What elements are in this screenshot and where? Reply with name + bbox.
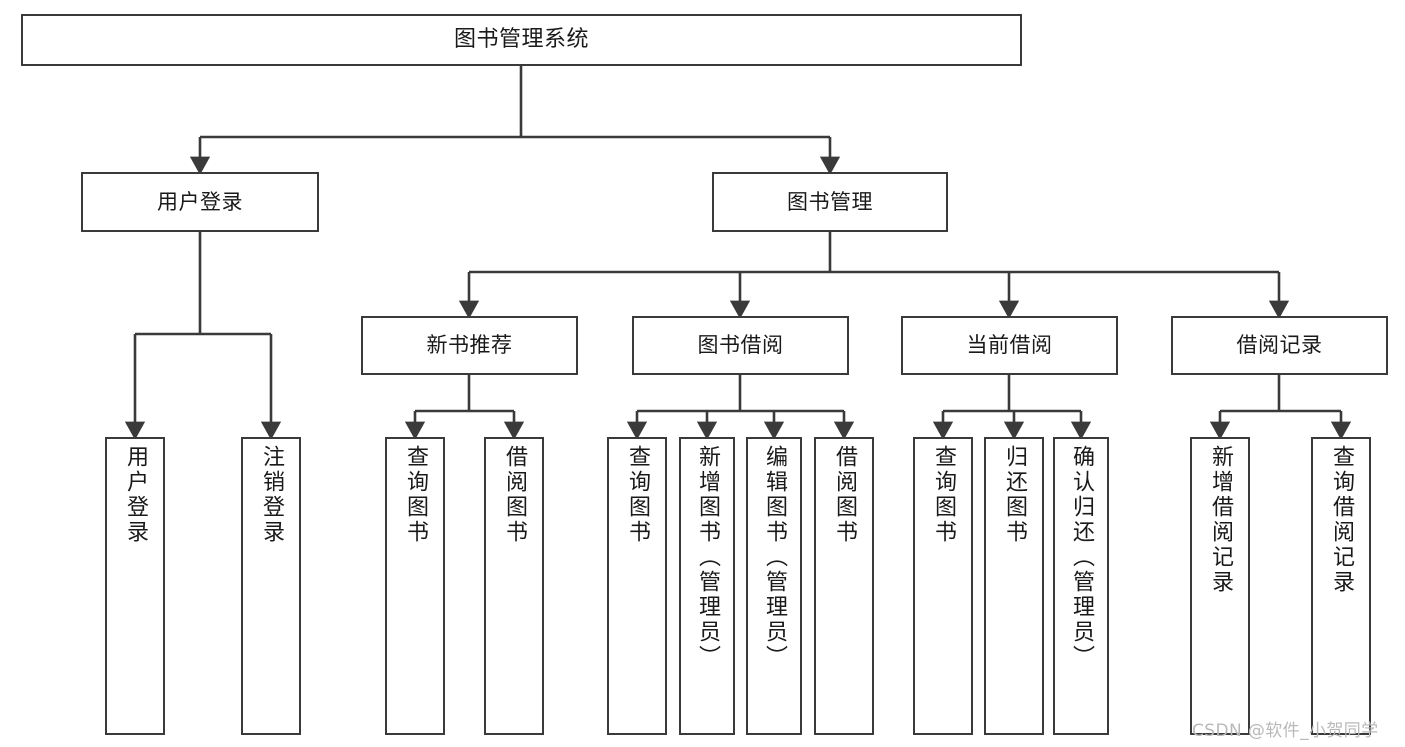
node-confirm-return-label: 确认归还（管理员）	[1069, 445, 1094, 670]
node-add-book-label: 新增图书（管理员）	[695, 445, 720, 670]
node-return-book[interactable]: 归还图书	[984, 437, 1044, 735]
node-confirm-return[interactable]: 确认归还（管理员）	[1053, 437, 1109, 735]
node-return-book-label: 归还图书	[1002, 445, 1027, 545]
node-borrow-book-2[interactable]: 借阅图书	[814, 437, 874, 735]
node-query-book-3-label: 查询图书	[931, 445, 956, 545]
node-borrow-book-1[interactable]: 借阅图书	[484, 437, 544, 735]
watermark: CSDN @软件_小贺同学	[1192, 721, 1379, 741]
node-book-borrow[interactable]: 图书借阅	[632, 316, 849, 375]
node-query-record-label: 查询借阅记录	[1329, 445, 1354, 595]
node-query-book-1-label: 查询图书	[403, 445, 428, 545]
node-logout[interactable]: 注销登录	[241, 437, 301, 735]
node-borrow-record-label: 借阅记录	[1236, 333, 1323, 358]
node-new-book-recommend[interactable]: 新书推荐	[361, 316, 578, 375]
node-current-borrow-label: 当前借阅	[966, 333, 1053, 358]
node-borrow-record[interactable]: 借阅记录	[1171, 316, 1388, 375]
node-current-borrow[interactable]: 当前借阅	[901, 316, 1118, 375]
node-query-record[interactable]: 查询借阅记录	[1311, 437, 1371, 735]
node-book-management[interactable]: 图书管理	[712, 172, 948, 232]
node-borrow-book-1-label: 借阅图书	[502, 445, 527, 545]
node-borrow-book-2-label: 借阅图书	[832, 445, 857, 545]
node-query-book-1[interactable]: 查询图书	[385, 437, 445, 735]
node-edit-book[interactable]: 编辑图书（管理员）	[746, 437, 802, 735]
node-user-login[interactable]: 用户登录	[81, 172, 319, 232]
node-user-login[interactable]: 用户登录	[105, 437, 165, 735]
node-edit-book-label: 编辑图书（管理员）	[762, 445, 787, 670]
node-query-book-3[interactable]: 查询图书	[913, 437, 973, 735]
node-query-book-2-label: 查询图书	[625, 445, 650, 545]
node-root-label: 图书管理系统	[453, 27, 589, 53]
node-user-login-label: 用户登录	[157, 189, 243, 214]
node-new-book-recommend-label: 新书推荐	[426, 333, 513, 358]
node-add-book[interactable]: 新增图书（管理员）	[679, 437, 735, 735]
node-add-record[interactable]: 新增借阅记录	[1190, 437, 1250, 735]
node-book-management-label: 图书管理	[787, 189, 873, 214]
node-user-login-label: 用户登录	[123, 445, 148, 545]
node-query-book-2[interactable]: 查询图书	[607, 437, 667, 735]
node-book-borrow-label: 图书借阅	[697, 333, 784, 358]
node-logout-label: 注销登录	[259, 445, 284, 545]
node-add-record-label: 新增借阅记录	[1208, 445, 1233, 595]
node-root[interactable]: 图书管理系统	[21, 14, 1022, 66]
